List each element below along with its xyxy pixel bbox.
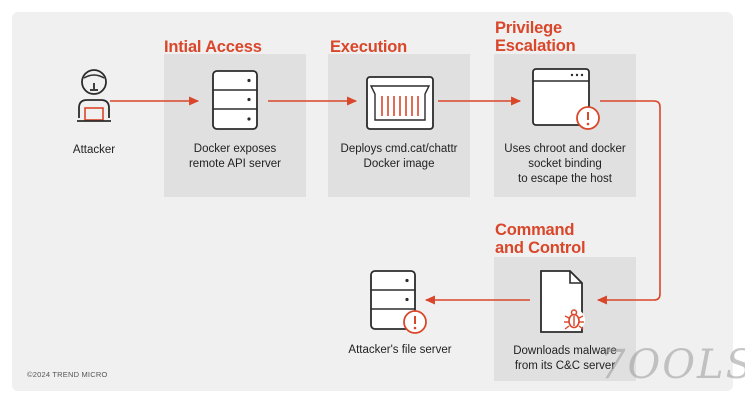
arrow-privilege-escalation-to-command-and-control	[596, 100, 661, 305]
title-line: Execution	[330, 38, 408, 56]
server-alert-icon	[370, 270, 427, 334]
title-line: Command	[495, 221, 575, 239]
watermark-text: 7OOLS	[600, 342, 745, 388]
stage-title-initial-access: Intial Access	[164, 38, 262, 56]
malware-document-icon	[540, 270, 585, 333]
stage-title-command-and-control: Command and Control	[495, 221, 586, 257]
caption-line: to escape the host	[518, 173, 612, 185]
hacker-with-laptop-icon	[77, 69, 111, 122]
caption-line: Uses chroot and docker	[504, 143, 626, 155]
caption-line: Docker image	[363, 158, 435, 170]
caption-line: remote API server	[188, 158, 282, 170]
file-server-label: Attacker's file server	[348, 344, 452, 356]
privilege-escalation-caption: Uses chroot and docker socket binding to…	[494, 142, 636, 187]
stage-title-privilege-escalation: Privilege Escalation	[495, 19, 576, 55]
caption-line: from its C&C server	[514, 360, 616, 372]
command-and-control-caption: Downloads malware from its C&C server	[494, 344, 636, 374]
attacker-label: Attacker	[72, 144, 116, 156]
title-line: Escalation	[495, 37, 576, 55]
caption-line: Docker exposes	[193, 143, 277, 155]
execution-caption: Deploys cmd.cat/chattr Docker image	[328, 142, 470, 172]
title-line: Intial Access	[164, 38, 262, 56]
title-line: and Control	[495, 239, 586, 257]
title-line: Privilege	[495, 19, 562, 37]
caption-line: Deploys cmd.cat/chattr	[340, 143, 458, 155]
server-rack-icon	[212, 70, 258, 130]
stage-title-execution: Execution	[330, 38, 407, 56]
browser-window-alert-icon	[532, 68, 600, 130]
docker-container-icon	[366, 76, 434, 130]
copyright-text: ©2024 TREND MICRO	[27, 370, 108, 379]
caption-line: socket binding	[528, 158, 602, 170]
caption-line: Downloads malware	[513, 345, 617, 357]
initial-access-caption: Docker exposes remote API server	[164, 142, 306, 172]
